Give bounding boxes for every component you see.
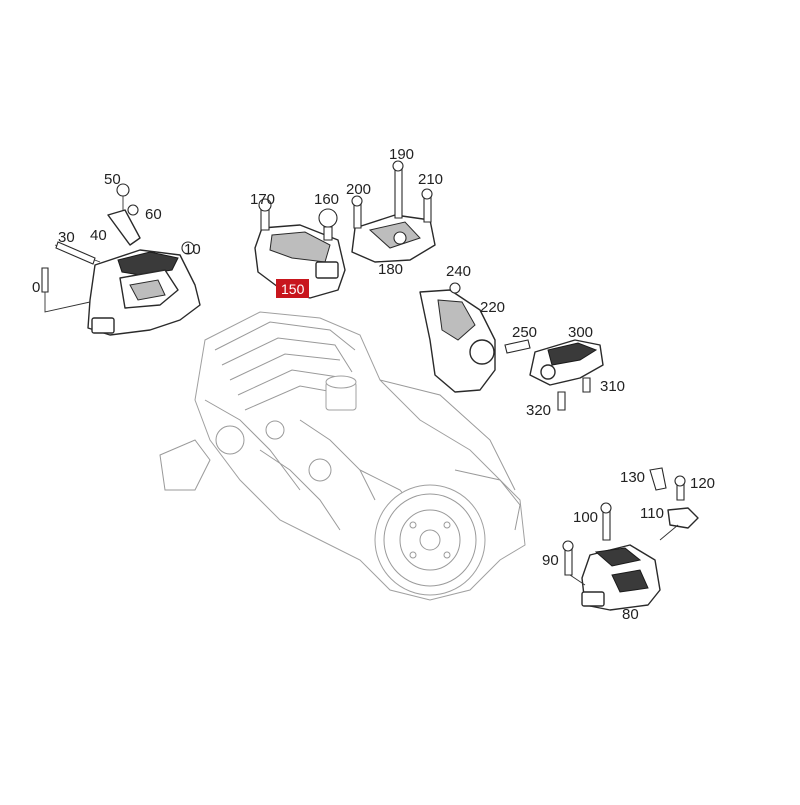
bolt-part-50 (116, 183, 130, 210)
mount-part-300 (529, 339, 604, 411)
callout-150-highlighted: 150 (276, 279, 310, 298)
flywheel-illustration (374, 484, 486, 596)
callout-110: 110 (640, 505, 664, 522)
callout-50: 50 (104, 171, 121, 188)
callout-160: 160 (314, 191, 340, 208)
bracket-part-40 (107, 209, 141, 246)
bolt-part-0 (41, 267, 91, 313)
bracket-part-180 (351, 214, 436, 263)
callout-210: 210 (418, 171, 444, 188)
callout-120: 120 (690, 475, 716, 492)
callout-60: 60 (145, 206, 162, 223)
callout-190: 190 (389, 146, 415, 163)
callout-90: 90 (542, 552, 559, 569)
callout-200: 200 (346, 181, 372, 198)
callout-170: 170 (250, 191, 276, 208)
callout-10: 10 (184, 241, 201, 258)
callout-320: 320 (526, 402, 552, 419)
callout-180: 180 (378, 261, 404, 278)
bolt-part-130 (649, 467, 667, 491)
bolt-part-30 (54, 241, 101, 265)
engine-mount-part-10 (87, 241, 201, 336)
bolt-part-100 (600, 502, 612, 541)
nut-part-60 (127, 204, 139, 216)
callout-80: 80 (622, 606, 639, 623)
callout-40: 40 (90, 227, 107, 244)
bolt-part-170 (258, 198, 272, 231)
bolt-part-200 (351, 195, 363, 229)
callout-0: 0 (32, 279, 41, 296)
callout-130: 130 (620, 469, 646, 486)
bolt-part-210 (421, 188, 433, 223)
bracket-part-110 (659, 507, 699, 541)
bolt-part-90 (562, 540, 586, 586)
bolt-part-250 (504, 339, 531, 354)
bolt-part-120 (674, 475, 686, 501)
callout-250: 250 (512, 324, 538, 341)
callout-310: 310 (600, 378, 626, 395)
callout-30: 30 (58, 229, 75, 246)
bolt-part-190 (392, 160, 404, 219)
callout-100: 100 (573, 509, 599, 526)
bracket-part-220 (419, 282, 496, 393)
callout-240: 240 (446, 263, 472, 280)
engine-mount-part-80 (581, 544, 661, 611)
callout-220: 220 (480, 299, 506, 316)
callout-300: 300 (568, 324, 594, 341)
